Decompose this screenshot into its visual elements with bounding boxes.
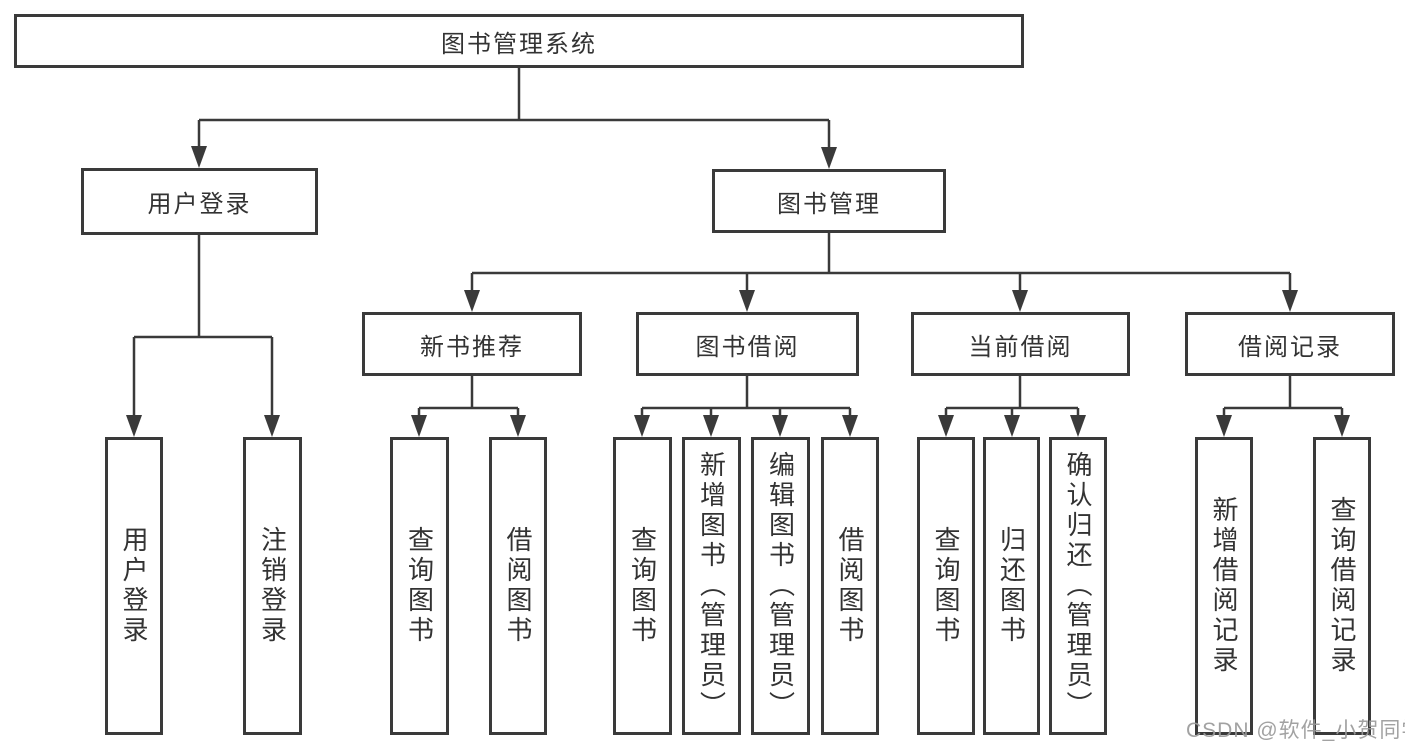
node-leaf-label: 编辑图书（管理员） [765, 451, 796, 721]
node-leaf-label: 查询借阅记录 [1327, 496, 1357, 676]
connector-line [132, 235, 274, 417]
node-leaf-query-borrow-record: 查询借阅记录 [1313, 437, 1371, 735]
node-leaf-label: 用户登录 [119, 526, 149, 646]
node-leaf-label: 归还图书 [996, 526, 1027, 646]
node-leaf-label: 借阅图书 [503, 526, 533, 646]
arrowhead-icon [703, 415, 719, 437]
arrowhead-icon [634, 415, 650, 437]
node-leaf-label: 借阅图书 [835, 526, 865, 646]
node-leaf-label: 新增借阅记录 [1209, 496, 1239, 676]
connector-line [1222, 376, 1344, 417]
connector-line [640, 376, 852, 417]
connector-book-borrowing [634, 376, 858, 437]
arrowhead-icon [411, 415, 427, 437]
node-leaf-query-books-3: 查询图书 [917, 437, 975, 735]
node-library-system: 图书管理系统 [14, 14, 1024, 68]
node-leaf-label: 确认归还（管理员） [1063, 451, 1093, 721]
arrowhead-icon [772, 415, 788, 437]
node-leaf-label: 注销登录 [257, 526, 288, 646]
node-leaf-label: 新增图书（管理员） [696, 451, 727, 721]
node-new-book-recommend: 新书推荐 [362, 312, 582, 376]
arrowhead-icon [821, 147, 837, 169]
arrowhead-icon [464, 290, 480, 312]
node-leaf-confirm-return-admin: 确认归还（管理员） [1049, 437, 1107, 735]
node-leaf-add-books-admin: 新增图书（管理员） [682, 437, 741, 735]
node-leaf-query-books-2: 查询图书 [613, 437, 672, 735]
arrowhead-icon [191, 146, 207, 168]
connector-line [470, 233, 1292, 292]
node-leaf-user-login: 用户登录 [105, 437, 163, 735]
connector-user-login [126, 235, 280, 437]
arrowhead-icon [1004, 415, 1020, 437]
arrowhead-icon [264, 415, 280, 437]
node-borrow-records: 借阅记录 [1185, 312, 1395, 376]
node-book-management: 图书管理 [712, 169, 946, 233]
node-leaf-query-books-1: 查询图书 [390, 437, 449, 735]
connector-line [197, 68, 831, 149]
node-user-login: 用户登录 [81, 168, 318, 235]
node-leaf-borrow-books-1: 借阅图书 [489, 437, 547, 735]
arrowhead-icon [510, 415, 526, 437]
arrowhead-icon [1070, 415, 1086, 437]
arrowhead-icon [1282, 290, 1298, 312]
arrowhead-icon [1216, 415, 1232, 437]
connector-line [417, 376, 520, 417]
node-leaf-label: 查询图书 [931, 526, 961, 646]
connector-new-book-recommend [411, 376, 526, 437]
node-book-borrowing: 图书借阅 [636, 312, 859, 376]
node-leaf-add-borrow-record: 新增借阅记录 [1195, 437, 1253, 735]
connector-root [191, 68, 837, 169]
node-current-borrowing: 当前借阅 [911, 312, 1130, 376]
arrowhead-icon [842, 415, 858, 437]
node-leaf-edit-books-admin: 编辑图书（管理员） [751, 437, 810, 735]
node-leaf-return-books: 归还图书 [983, 437, 1040, 735]
csdn-watermark: CSDN @软件_小贺同学 [1186, 719, 1405, 742]
connector-book-management [464, 233, 1298, 312]
node-leaf-label: 查询图书 [404, 526, 435, 646]
node-leaf-borrow-books-2: 借阅图书 [821, 437, 879, 735]
node-leaf-label: 查询图书 [627, 526, 658, 646]
arrowhead-icon [126, 415, 142, 437]
arrowhead-icon [739, 290, 755, 312]
connector-borrow-records [1216, 376, 1350, 437]
node-leaf-logout: 注销登录 [243, 437, 302, 735]
arrowhead-icon [938, 415, 954, 437]
connector-line [944, 376, 1080, 417]
arrowhead-icon [1334, 415, 1350, 437]
connector-current-borrowing [938, 376, 1086, 437]
arrowhead-icon [1012, 290, 1028, 312]
